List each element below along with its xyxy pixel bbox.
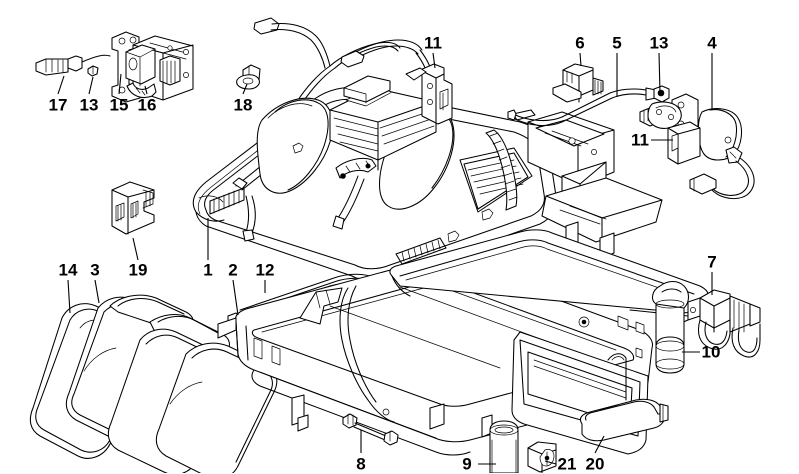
callout-label-c18: 18 — [233, 95, 253, 115]
housing-right-duct-outlets — [527, 111, 663, 260]
callout-label-c20: 20 — [585, 454, 605, 474]
leader-line-17 — [57, 75, 65, 95]
callout-label-c17: 17 — [48, 95, 68, 115]
callout-label-c13a: 13 — [79, 95, 99, 115]
part-16-servo-actuator — [111, 31, 194, 103]
part-21-retaining-clamp — [527, 441, 557, 473]
part-6-relay-module — [552, 63, 604, 103]
leader-line-18 — [242, 83, 248, 95]
part-17-temperature-sensor — [35, 54, 111, 77]
leader-line-15 — [118, 73, 122, 95]
part-20-control-module — [579, 398, 669, 442]
lower-housing-base — [235, 229, 709, 456]
part-1-upper-housing — [192, 17, 557, 282]
leader-line-6 — [579, 52, 582, 67]
leader-line-19 — [132, 237, 139, 261]
leader-line-16 — [144, 85, 148, 95]
part-4-blower-resistor — [639, 93, 755, 200]
callout-label-c8: 8 — [356, 454, 366, 474]
part-18-cable-clip — [236, 64, 261, 90]
part-11-bracket-left — [405, 63, 453, 125]
leader-line-20 — [594, 435, 605, 454]
callout-label-c9: 9 — [462, 454, 472, 474]
blower-drum-center — [107, 328, 278, 473]
leader-line-2 — [232, 279, 239, 316]
callout-label-c21: 21 — [557, 454, 577, 474]
part-7-connector-block — [629, 289, 761, 358]
callout-label-c11a: 11 — [424, 33, 442, 53]
part-5-linkage-rod — [507, 87, 657, 127]
leader-line-13 — [658, 52, 661, 94]
part-13-clip-right — [653, 85, 670, 103]
housing-inner-duct-tongue — [217, 287, 343, 339]
callout-label-c10: 10 — [701, 342, 721, 362]
callout-label-c11b: 11 — [631, 130, 649, 150]
callout-label-c2: 2 — [228, 260, 238, 280]
callout-label-c13b: 13 — [649, 33, 669, 53]
callout-label-c4: 4 — [707, 33, 717, 53]
part-10-drain-elbow — [651, 280, 690, 374]
callout-label-c14: 14 — [58, 260, 78, 280]
callout-label-c16: 16 — [137, 95, 157, 115]
callout-label-c19: 19 — [128, 260, 148, 280]
part-19-connector-housing — [111, 181, 155, 235]
part-9-drain-tube — [489, 420, 519, 473]
callout-label-c1: 1 — [203, 260, 213, 280]
callout-label-c12: 12 — [255, 260, 275, 280]
callout-label-c15: 15 — [109, 95, 129, 115]
leader-line-21 — [544, 460, 557, 465]
callout-label-c5: 5 — [612, 33, 622, 53]
callout-label-c6: 6 — [575, 33, 585, 53]
callout-label-c3: 3 — [90, 260, 100, 280]
callout-leader-lines — [57, 52, 713, 465]
leader-line-13 — [88, 76, 94, 95]
leader-line-11 — [432, 52, 436, 69]
callout-label-c7: 7 — [707, 252, 717, 272]
leader-line-3 — [94, 279, 100, 304]
leader-line-14 — [67, 279, 71, 314]
part-8-linkage-rod-short — [342, 413, 399, 446]
